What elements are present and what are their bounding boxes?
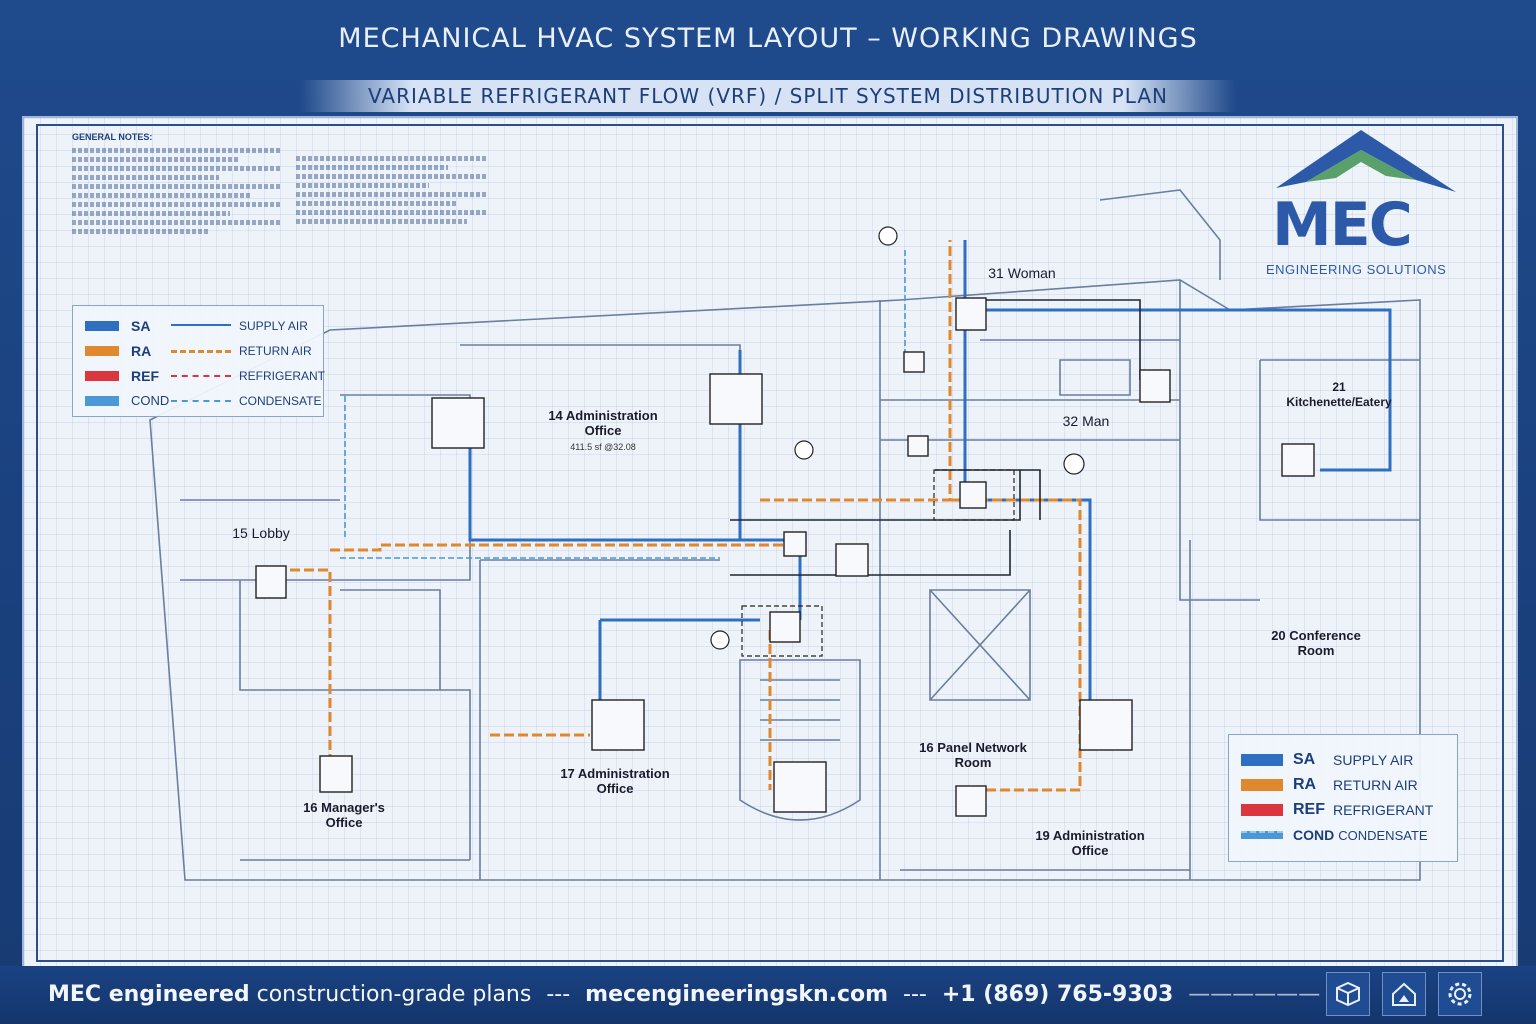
legend-desc: REFRIGERANT bbox=[239, 369, 326, 383]
note-line bbox=[296, 219, 467, 224]
cube-icon[interactable] bbox=[1326, 972, 1370, 1016]
logo-text: MEC bbox=[1272, 190, 1413, 260]
legend-swatch bbox=[1241, 831, 1283, 839]
room-label-17: 17 Administration Office bbox=[560, 766, 670, 796]
note-line bbox=[72, 157, 240, 162]
legend-swatch bbox=[85, 371, 119, 381]
legend-swatch bbox=[85, 321, 119, 331]
note-line bbox=[72, 220, 282, 225]
room-label-21: 21 Kitchenette/Eatery bbox=[1286, 380, 1392, 409]
room-label-31: 31 Woman bbox=[988, 265, 1056, 281]
room-label-14: 14 Administration Office bbox=[548, 408, 658, 438]
room-label-16-panel: 16 Panel Network Room bbox=[919, 740, 1027, 770]
logo-subtitle: ENGINEERING SOLUTIONS bbox=[1266, 262, 1447, 277]
footer-tagline: construction-grade plans bbox=[256, 982, 532, 1007]
note-line bbox=[72, 229, 209, 234]
footer-phone[interactable]: +1 (869) 765-9303 bbox=[941, 982, 1174, 1007]
legend-swatch bbox=[1241, 779, 1283, 791]
walls bbox=[149, 189, 1421, 881]
subtitle-bar: VARIABLE REFRIGERANT FLOW (VRF) / SPLIT … bbox=[300, 80, 1236, 112]
note-line bbox=[296, 183, 429, 188]
note-line bbox=[72, 193, 251, 198]
legend-line bbox=[171, 349, 231, 353]
footer-separator: —————— bbox=[1188, 982, 1321, 1007]
legend-desc: RETURN AIR bbox=[239, 344, 312, 358]
thermostats bbox=[710, 226, 1085, 650]
legend-desc: SUPPLY AIR bbox=[239, 319, 308, 333]
legend-row-ref: REF REFRIGERANT bbox=[1241, 801, 1433, 819]
legend-desc: CONDENSATE bbox=[1338, 827, 1428, 843]
title-bar: MECHANICAL HVAC SYSTEM LAYOUT – WORKING … bbox=[0, 0, 1536, 76]
footer-text: MEC engineered construction-grade plans … bbox=[48, 982, 1320, 1007]
home-icon[interactable] bbox=[1382, 972, 1426, 1016]
legend-desc: REFRIGERANT bbox=[1333, 802, 1434, 818]
note-line bbox=[72, 175, 219, 180]
legend-desc: RETURN AIR bbox=[1333, 777, 1418, 793]
room-label-19: 19 Administration Office bbox=[1035, 828, 1145, 858]
note-line bbox=[72, 148, 282, 153]
legend-top: SA SUPPLY AIR RA RETURN AIR REF REFRIGER… bbox=[72, 305, 325, 417]
legend-code: COND bbox=[1293, 827, 1335, 843]
legend-row-sa: SA SUPPLY AIR bbox=[85, 318, 308, 334]
return-air-ducts bbox=[290, 240, 1082, 792]
note-line bbox=[72, 211, 230, 216]
footer-separator: --- bbox=[903, 982, 927, 1007]
legend-code: REF bbox=[131, 368, 159, 384]
footer-separator: --- bbox=[546, 982, 571, 1007]
room-label-16-manager: 16 Manager's Office bbox=[303, 800, 385, 830]
legend-swatch bbox=[1241, 804, 1283, 816]
legend-desc: CONDENSATE bbox=[239, 393, 322, 408]
note-line bbox=[296, 192, 486, 197]
legend-row-ra: RA RETURN AIR bbox=[1241, 776, 1418, 794]
note-line bbox=[296, 210, 486, 215]
legend-code: COND bbox=[131, 393, 170, 408]
room-label-15: 15 Lobby bbox=[232, 525, 290, 541]
page-subtitle: VARIABLE REFRIGERANT FLOW (VRF) / SPLIT … bbox=[368, 84, 1168, 108]
gear-icon[interactable] bbox=[1438, 972, 1482, 1016]
note-line bbox=[296, 156, 486, 161]
room-label-32: 32 Man bbox=[1062, 413, 1110, 429]
footer-website[interactable]: mecengineeringskn.com bbox=[585, 982, 889, 1007]
note-line bbox=[72, 202, 282, 207]
note-line bbox=[72, 184, 282, 189]
drawing-border bbox=[36, 124, 1504, 962]
legend-code: SA bbox=[131, 318, 151, 334]
legend-row-cond: COND CONDENSATE bbox=[85, 393, 321, 408]
enclosures bbox=[741, 469, 1015, 657]
note-line bbox=[72, 166, 282, 171]
note-line bbox=[296, 174, 486, 179]
legend-line bbox=[171, 375, 231, 377]
condensate-lines bbox=[340, 250, 906, 559]
legend-bottom: SA SUPPLY AIR RA RETURN AIR REF REFRIGER… bbox=[1228, 734, 1458, 862]
notes-title: GENERAL NOTES: bbox=[72, 132, 153, 142]
legend-row-cond: COND CONDENSATE bbox=[1241, 827, 1428, 843]
legend-code: SA bbox=[1293, 751, 1316, 768]
footer-bar bbox=[0, 966, 1536, 1024]
legend-line bbox=[171, 324, 231, 328]
indoor-units bbox=[255, 297, 1315, 817]
legend-swatch bbox=[85, 346, 119, 356]
footer-brand: MEC engineered bbox=[48, 982, 250, 1007]
legend-row-sa: SA SUPPLY AIR bbox=[1241, 751, 1413, 769]
legend-swatch bbox=[85, 395, 119, 406]
legend-desc: SUPPLY AIR bbox=[1333, 752, 1414, 768]
legend-row-ra: RA RETURN AIR bbox=[85, 343, 312, 359]
legend-swatch bbox=[1241, 754, 1283, 766]
legend-code: RA bbox=[1293, 776, 1317, 793]
legend-row-ref: REF REFRIGERANT bbox=[85, 368, 325, 384]
legend-line bbox=[171, 399, 231, 402]
note-line bbox=[296, 201, 458, 206]
general-notes: GENERAL NOTES: bbox=[72, 132, 282, 238]
logo-mountain-icon bbox=[1276, 130, 1456, 192]
note-line bbox=[296, 165, 448, 170]
legend-code: REF bbox=[1293, 801, 1325, 818]
room-label-20: 20 Conference Room bbox=[1271, 628, 1361, 658]
room-area: 411.5 sf @32.08 bbox=[570, 442, 636, 452]
page-title: MECHANICAL HVAC SYSTEM LAYOUT – WORKING … bbox=[338, 22, 1198, 54]
general-notes-col2 bbox=[296, 152, 486, 228]
legend-code: RA bbox=[131, 343, 152, 359]
